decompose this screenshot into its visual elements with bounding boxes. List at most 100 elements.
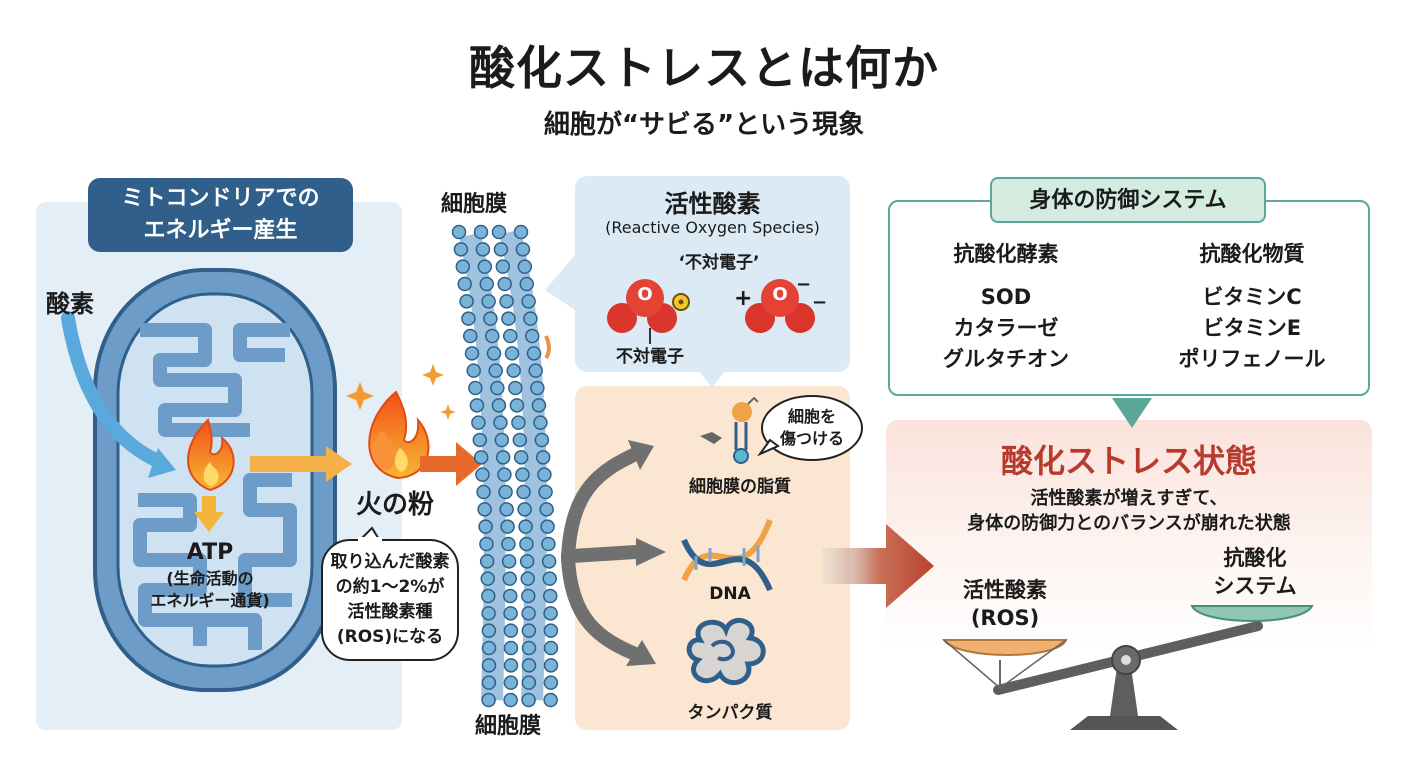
scale-left-line-1: 活性酸素 xyxy=(963,578,1047,602)
state-desc-line-2: 身体の防御力とのバランスが崩れた状態 xyxy=(967,513,1291,534)
lipid-head xyxy=(490,380,505,396)
substances-list: ビタミンC ビタミンE ポリフェノール xyxy=(1148,274,1356,375)
lipid-head xyxy=(481,623,497,638)
lipid-head xyxy=(519,536,534,552)
lipid-head xyxy=(541,554,557,569)
lipid-head xyxy=(520,571,535,586)
lipid-head xyxy=(503,606,518,621)
sparks-bubble-line-3: 活性酸素種 xyxy=(347,602,433,622)
lipid-head xyxy=(535,450,551,465)
substances-card: 抗酸化物質 ビタミンC ビタミンE ポリフェノール xyxy=(1148,234,1356,375)
lipid-head xyxy=(472,432,488,448)
scale-left-label: 活性酸素 (ROS) xyxy=(940,576,1070,632)
substance-item: ビタミンE xyxy=(1202,316,1302,340)
big-arrow xyxy=(822,524,934,608)
banner-line-1: ミトコンドリアでの xyxy=(121,186,320,211)
sparks-flame-icon xyxy=(346,364,456,480)
lipid-head xyxy=(471,415,486,430)
lipid-head xyxy=(481,640,497,656)
damage-bubble-text: 細胞を 傷つける xyxy=(766,406,858,450)
lipid-head xyxy=(503,692,518,708)
lipid-head xyxy=(475,242,491,257)
lipid-head xyxy=(464,346,480,361)
substance-item: ポリフェノール xyxy=(1178,347,1326,371)
lipid-head xyxy=(455,259,471,274)
lipid-head xyxy=(502,571,517,586)
lipid-head xyxy=(506,363,521,378)
lipid-head xyxy=(459,294,474,309)
lipid-head xyxy=(517,502,532,517)
oxygen-symbol-2: O xyxy=(772,284,788,305)
protein-icon xyxy=(686,618,766,686)
flame-icon xyxy=(187,418,235,492)
lipid-head xyxy=(540,519,555,534)
membrane-label-bottom: 細胞膜 xyxy=(474,714,541,739)
lipid-head xyxy=(537,467,552,482)
lipid-head xyxy=(486,346,502,361)
lipid-head xyxy=(477,259,493,274)
lipid-head xyxy=(521,675,537,690)
lipid-head xyxy=(493,242,509,257)
lipid-head xyxy=(484,328,500,344)
lipid-head xyxy=(473,224,489,240)
lipid-head xyxy=(521,606,536,621)
defense-header: 身体の防御システム xyxy=(990,177,1266,223)
lipid-head xyxy=(517,259,533,274)
lipid-head xyxy=(499,294,514,309)
lipid-head xyxy=(539,502,554,517)
lipid-head xyxy=(543,623,559,638)
page-subtitle: 細胞が“サビる”という現象 xyxy=(543,110,865,140)
lipid-head xyxy=(526,346,542,361)
enzyme-item: カタラーゼ xyxy=(953,316,1059,340)
scale-right-line-2: システム xyxy=(1213,574,1297,598)
lipid-head xyxy=(468,380,483,396)
lipid-head xyxy=(501,536,516,552)
balance-scale-icon xyxy=(942,605,1314,730)
banner-line-2: エネルギー産生 xyxy=(143,218,298,243)
ros-title: 活性酸素 xyxy=(664,190,761,218)
oxygen-label: 酸素 xyxy=(46,290,94,318)
lipid-head xyxy=(501,311,516,326)
protein-label: タンパク質 xyxy=(687,703,773,723)
lipid-head xyxy=(481,692,496,708)
lipid-head xyxy=(491,224,507,240)
oxygen-arrow xyxy=(61,311,176,478)
lipid-head xyxy=(451,224,467,240)
spark-arrow xyxy=(250,446,352,482)
atp-note-line-1: (生命活動の xyxy=(166,569,254,588)
lipid-head xyxy=(453,242,469,257)
ros-molecule-radical xyxy=(607,279,690,344)
ros-bubble-tail xyxy=(545,255,575,310)
membrane-lipid-heads xyxy=(451,224,559,708)
lipid-head xyxy=(543,658,559,673)
lipid-head xyxy=(504,346,520,361)
ros-molecule-ion xyxy=(745,279,815,333)
substance-item: ビタミンC xyxy=(1202,285,1302,309)
lipid-head xyxy=(466,363,481,378)
scale-left-line-2: (ROS) xyxy=(970,606,1040,630)
lipid-head xyxy=(475,467,490,482)
oxygen-symbol-1: O xyxy=(637,284,653,305)
dna-label: DNA xyxy=(709,584,751,604)
lipid-head xyxy=(516,484,531,500)
lipid-head xyxy=(497,467,512,482)
lipid-head xyxy=(538,484,553,500)
lipid-head xyxy=(519,554,535,569)
lipid-head xyxy=(523,311,538,326)
lipid-head xyxy=(499,502,514,517)
lipid-head xyxy=(502,328,518,344)
lipid-head xyxy=(478,519,493,534)
membrane-label-top: 細胞膜 xyxy=(440,192,507,217)
arrow-head-protein xyxy=(626,640,656,666)
lipid-head xyxy=(483,311,498,326)
lipid-head xyxy=(542,571,557,586)
lipid-head xyxy=(543,675,559,690)
defense-pointer xyxy=(1112,398,1152,428)
lipid-head xyxy=(508,380,523,396)
lipid-head xyxy=(479,276,494,292)
lipid-head xyxy=(500,519,515,534)
minus-sign-2: − xyxy=(812,292,828,313)
mitochondria-banner: ミトコンドリアでの エネルギー産生 xyxy=(88,178,353,252)
lipid-head xyxy=(495,450,511,465)
lipid-head xyxy=(521,658,537,673)
